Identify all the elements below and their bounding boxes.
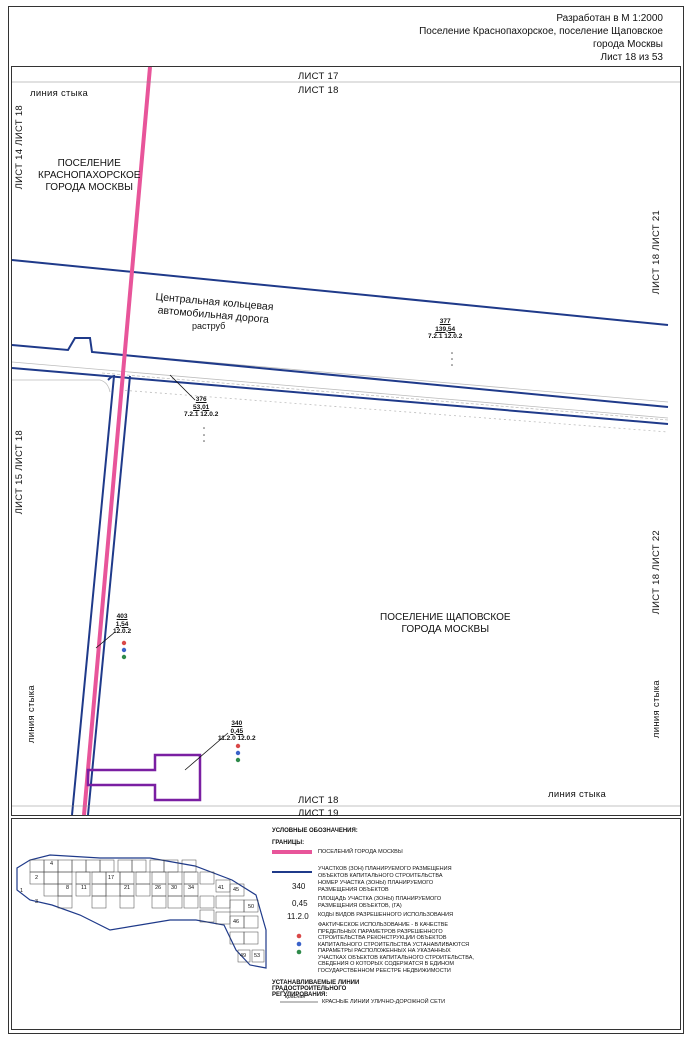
index-grid	[29, 859, 265, 963]
index-num-21: 21	[124, 885, 131, 891]
use-markers	[121, 640, 241, 763]
legend-sample-num-text: НОМЕР УЧАСТКА (ЗОНЫ) ПЛАНИРУЕМОГО РАЗМЕЩ…	[318, 880, 434, 893]
sheet-label-left-top: ЛИСТ 14 ЛИСТ 18	[14, 105, 25, 190]
legend-sample-code: 11.2.0	[287, 912, 309, 921]
index-num-50: 50	[248, 904, 255, 910]
page-frame	[8, 6, 684, 1034]
header-scale: Разработан в М 1:2000	[556, 13, 663, 24]
settlement-boundary	[82, 66, 152, 816]
sheet-label-right-mid: ЛИСТ 18 ЛИСТ 22	[651, 530, 662, 615]
index-num-46: 46	[233, 919, 240, 925]
zone-boundaries	[11, 259, 669, 816]
leader-403	[95, 631, 116, 649]
index-num-3: 3	[35, 899, 39, 905]
junction-label-bottom: линия стыка	[548, 789, 607, 800]
index-map	[16, 854, 267, 969]
header: Разработан в М 1:2000 Поселение Краснопа…	[419, 12, 663, 64]
legend-boundary-settlements: ПОСЕЛЕНИЙ ГОРОДА МОСКВЫ	[318, 849, 403, 855]
road-note: раструб	[192, 321, 226, 331]
parcel-340-label: 340 0,45 11.2.0 12.0.2	[218, 720, 256, 742]
junction-label-left: линия стыка	[26, 685, 37, 744]
legend-sample-code-text: КОДЫ ВИДОВ РАЗРЕШЕННОГО ИСПОЛЬЗОВАНИЯ	[318, 912, 454, 918]
index-num-1: 1	[20, 888, 24, 894]
header-city: города Москвы	[593, 39, 663, 50]
legend-boundaries-title: ГРАНИЦЫ:	[272, 840, 305, 846]
legend-sample-area-text: ПЛОЩАДЬ УЧАСТКА (ЗОНЫ) ПЛАНИРУЕМОГО РАЗМ…	[318, 896, 442, 909]
index-num-4: 4	[50, 861, 54, 867]
legend-lines-title: УСТАНАВЛИВАЕМЫЕ ЛИНИИ ГРАДОСТРОИТЕЛЬНОГО…	[272, 980, 360, 998]
index-num-34: 34	[188, 885, 195, 891]
parcel-376-label: 376 53,01 7.2.1 12.0.2	[184, 396, 219, 418]
index-num-2: 2	[35, 875, 39, 881]
legend-frame	[11, 818, 681, 1030]
junction-label-top: линия стыка	[30, 88, 89, 99]
index-num-41: 41	[218, 885, 225, 891]
legend-sample-area: 0,45	[292, 899, 308, 908]
header-sheet: Лист 18 из 53	[600, 52, 663, 63]
index-num-11: 11	[81, 885, 87, 891]
leader-340	[184, 732, 229, 771]
place-shchapovskoe: ПОСЕЛЕНИЕ ЩАПОВСКОЕ ГОРОДА МОСКВЫ	[380, 612, 511, 635]
parcel-377-label: 377 139,54 7.2.1 12.0.2	[428, 318, 463, 340]
index-num-26: 26	[155, 885, 162, 891]
header-settlements: Поселение Краснопахорское, поселение Щап…	[419, 26, 663, 37]
parcel-340-outline	[86, 753, 202, 802]
leader-376	[169, 374, 196, 401]
map-frame	[11, 66, 681, 816]
junction-label-right: линия стыка	[651, 680, 662, 739]
legend-fact-text: ФАКТИЧЕСКОЕ ИСПОЛЬЗОВАНИЕ - В КАЧЕСТВЕ П…	[318, 922, 474, 974]
index-num-8: 8	[66, 885, 70, 891]
index-num-45: 45	[233, 887, 240, 893]
sheet-label-top-a: ЛИСТ 17	[298, 71, 339, 82]
parcel-403-label: 403 1,54 12.0.2	[113, 613, 132, 635]
sheet-label-top-b: ЛИСТ 18	[298, 85, 339, 96]
sheet-label-left-mid: ЛИСТ 15 ЛИСТ 18	[14, 430, 25, 515]
place-krasnopakhorskoe: ПОСЕЛЕНИЕ КРАСНОПАХОРСКОЕ ГОРОДА МОСКВЫ	[38, 158, 141, 193]
legend-zones: УЧАСТКОВ (ЗОН) ПЛАНИРУЕМОГО РАЗМЕЩЕНИЯ О…	[318, 866, 452, 879]
index-num-49: 49	[240, 953, 247, 959]
legend-red-label: красная	[285, 994, 306, 1000]
index-num-53: 53	[254, 953, 261, 959]
legend-title: УСЛОВНЫЕ ОБОЗНАЧЕНИЯ:	[272, 828, 358, 834]
index-num-17: 17	[108, 875, 115, 881]
sheet-label-right-top: ЛИСТ 18 ЛИСТ 21	[651, 210, 662, 295]
sheet-label-bottom-a: ЛИСТ 18	[298, 795, 339, 806]
index-num-30: 30	[171, 885, 178, 891]
sheet-label-bottom-b: ЛИСТ 19	[298, 808, 339, 819]
legend-red-text: КРАСНЫЕ ЛИНИИ УЛИЧНО-ДОРОЖНОЙ СЕТИ	[322, 999, 446, 1005]
legend-sample-num: 340	[292, 882, 306, 891]
